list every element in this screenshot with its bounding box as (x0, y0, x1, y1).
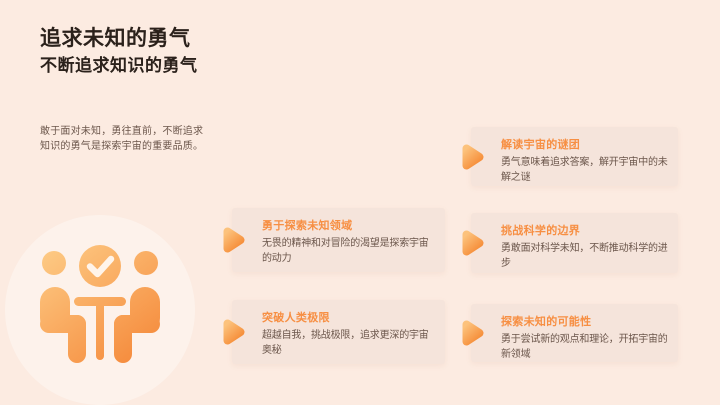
card-body: 超越自我，挑战极限，追求更深的宇宙奥秘 (262, 330, 429, 356)
card-title: 解读宇宙的谜团 (501, 139, 581, 151)
page-title: 追求未知的勇气 (40, 27, 191, 50)
card-body: 无畏的精神和对冒险的渴望是探索宇宙的动力 (262, 238, 429, 264)
arrow-right-icon (223, 227, 245, 253)
card-title: 突破人类极限 (262, 312, 330, 324)
card-body: 勇气意味着追求答案，解开宇宙中的未解之谜 (501, 157, 668, 183)
card-title: 勇于探索未知领域 (262, 220, 353, 232)
page-subtitle: 不断追求知识的勇气 (40, 56, 198, 75)
card-body: 勇于尝试新的观点和理论，开拓宇宙的新领域 (501, 334, 668, 360)
arrow-right-icon (462, 320, 484, 346)
card-decode-universe: 解读宇宙的谜团 勇气意味着追求答案，解开宇宙中的未解之谜 (462, 127, 678, 186)
card-title: 挑战科学的边界 (501, 225, 581, 237)
card-break-limits: 突破人类极限 超越自我，挑战极限，追求更深的宇宙奥秘 (223, 300, 445, 364)
card-challenge-science: 挑战科学的边界 勇敢面对科学未知，不断推动科学的进步 (462, 213, 678, 273)
card-explore-possibilities: 探索未知的可能性 勇于尝试新的观点和理论，开拓宇宙的新领域 (462, 304, 678, 362)
arrow-right-icon (462, 144, 484, 169)
arrow-right-icon (462, 230, 484, 256)
card-body: 勇敢面对科学未知，不断推动科学的进步 (501, 243, 668, 269)
card-title: 探索未知的可能性 (501, 316, 592, 328)
arrow-right-icon (223, 319, 245, 345)
meeting-check-icon (40, 245, 160, 363)
card-explore-unknown: 勇于探索未知领域 无畏的精神和对冒险的渴望是探索宇宙的动力 (223, 208, 445, 272)
intro-text: 敢于面对未知，勇往直前，不断追求知识的勇气是探索宇宙的重要品质。 (40, 126, 204, 152)
